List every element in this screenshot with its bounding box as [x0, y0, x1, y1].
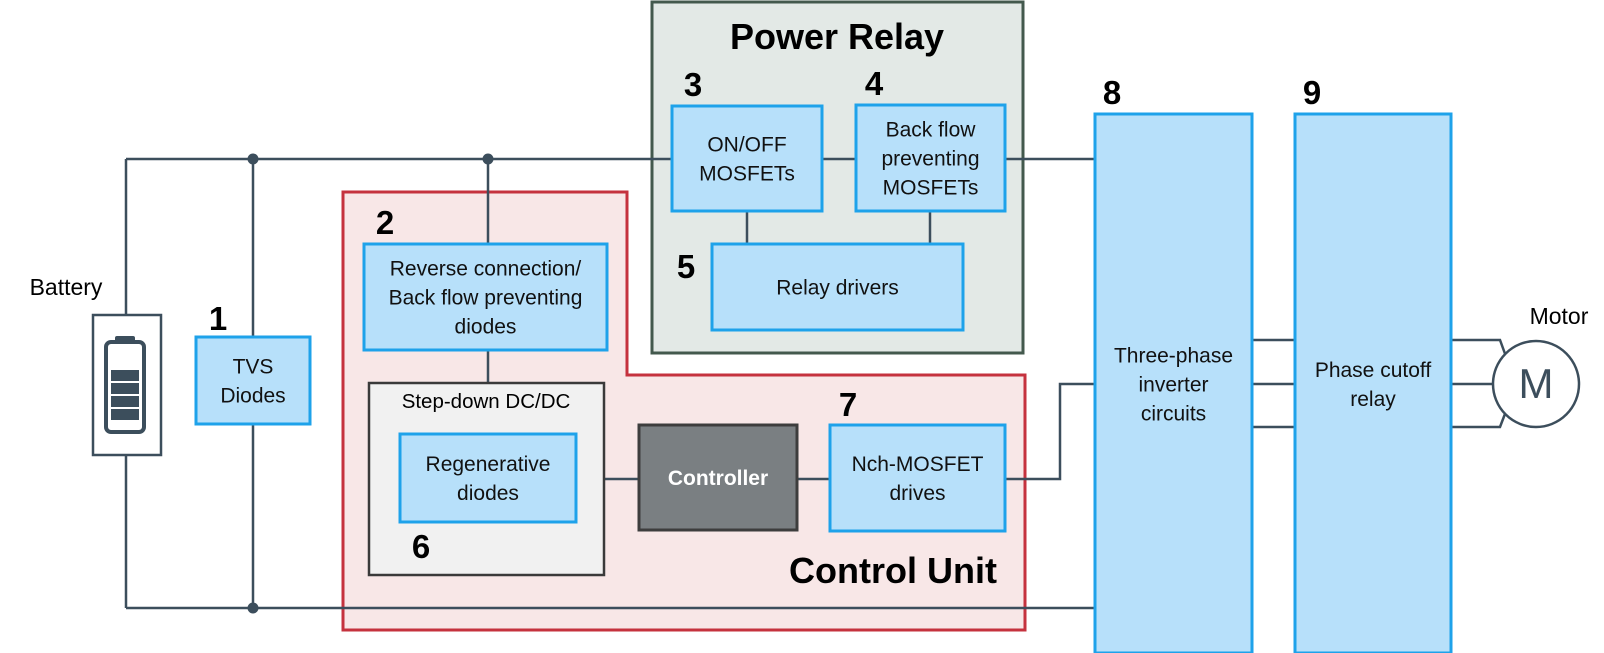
relay-drivers-block: Relay drivers — [710, 242, 965, 332]
reverse-connection-diodes-box — [362, 242, 609, 352]
block-number-3: 3 — [684, 66, 702, 103]
regenerative-diodes-block: Regenerative diodes — [398, 432, 578, 524]
block-number-7: 7 — [839, 386, 857, 423]
block-number-8: 8 — [1103, 74, 1121, 111]
phase-cutoff-relay-box — [1293, 112, 1453, 653]
junction-dot — [247, 153, 259, 165]
block-label-line: preventing — [881, 148, 979, 171]
three-phase-inverter-box — [1093, 112, 1254, 653]
motor-icon: M — [1491, 339, 1581, 429]
block-label-line: TVS — [233, 356, 274, 379]
wire-nch-to-inverter — [1005, 382, 1095, 481]
block-label-line: Diodes — [220, 385, 285, 408]
wire-motor-w — [1451, 405, 1510, 429]
block-label-line: MOSFETs — [883, 177, 979, 200]
block-number-1: 1 — [209, 300, 227, 337]
block-number-4: 4 — [865, 65, 884, 102]
motor-symbol: M — [1519, 360, 1554, 407]
battery-label: Battery — [30, 274, 103, 300]
control-unit-title: Control Unit — [789, 550, 997, 591]
junction-dot — [482, 153, 494, 165]
three-phase-inverter-block: Three-phase inverter circuits — [1093, 112, 1254, 653]
reverse-connection-diodes-block: Reverse connection/Back flow preventing d… — [362, 242, 609, 352]
block-label-line: diodes — [455, 316, 517, 339]
block-label-line: ON/OFF — [707, 134, 786, 157]
block-label-line: Nch-MOSFET — [852, 453, 984, 476]
block-label-line: Controller — [668, 467, 768, 490]
block-number-5: 5 — [677, 248, 695, 285]
regenerative-diodes-box — [398, 432, 578, 524]
on-off-mosfets-block: ON/OFF MOSFETs — [670, 104, 824, 213]
block-label-line: MOSFETs — [699, 163, 795, 186]
junction-dot — [247, 602, 259, 614]
power-relay-title: Power Relay — [730, 16, 944, 57]
block-label-line: Regenerative — [426, 453, 551, 476]
on-off-mosfets-box — [670, 104, 824, 213]
block-label-line: Reverse connection/ — [390, 258, 582, 281]
block-label-line: Back flow preventing — [389, 287, 583, 310]
tvs-diodes-block: TVS Diodes — [194, 335, 312, 426]
tvs-diodes-box — [194, 335, 312, 426]
block-label-line: inverter — [1138, 374, 1208, 397]
block-label-line: Relay drivers — [776, 277, 899, 300]
block-number-6: 6 — [412, 528, 430, 565]
block-label-line: circuits — [1141, 403, 1206, 426]
block-number-2: 2 — [376, 204, 394, 241]
block-label-line: relay — [1350, 388, 1396, 411]
back-flow-mosfets-box — [854, 103, 1007, 213]
controller-block: Controller — [637, 423, 799, 532]
relay-drivers-box — [710, 242, 965, 332]
block-number-9: 9 — [1303, 74, 1321, 111]
phase-cutoff-relay-block: Phase cutoff relay — [1293, 112, 1453, 653]
battery-icon — [91, 313, 163, 457]
nch-mosfet-drives-block: Nch-MOSFET drives — [828, 423, 1007, 533]
step-down-dcdc-label: Step-down DC/DC — [402, 390, 571, 413]
wire-motor-u — [1451, 338, 1510, 363]
block-label-line: Back flow — [886, 119, 977, 142]
block-label-line: Three-phase — [1114, 345, 1233, 368]
controller-box — [637, 423, 799, 532]
nch-mosfet-drives-box — [828, 423, 1007, 533]
block-label-line: drives — [889, 482, 945, 505]
block-label-line: diodes — [457, 482, 519, 505]
motor-label: Motor — [1530, 303, 1589, 329]
block-label-line: Phase cutoff — [1315, 359, 1432, 382]
